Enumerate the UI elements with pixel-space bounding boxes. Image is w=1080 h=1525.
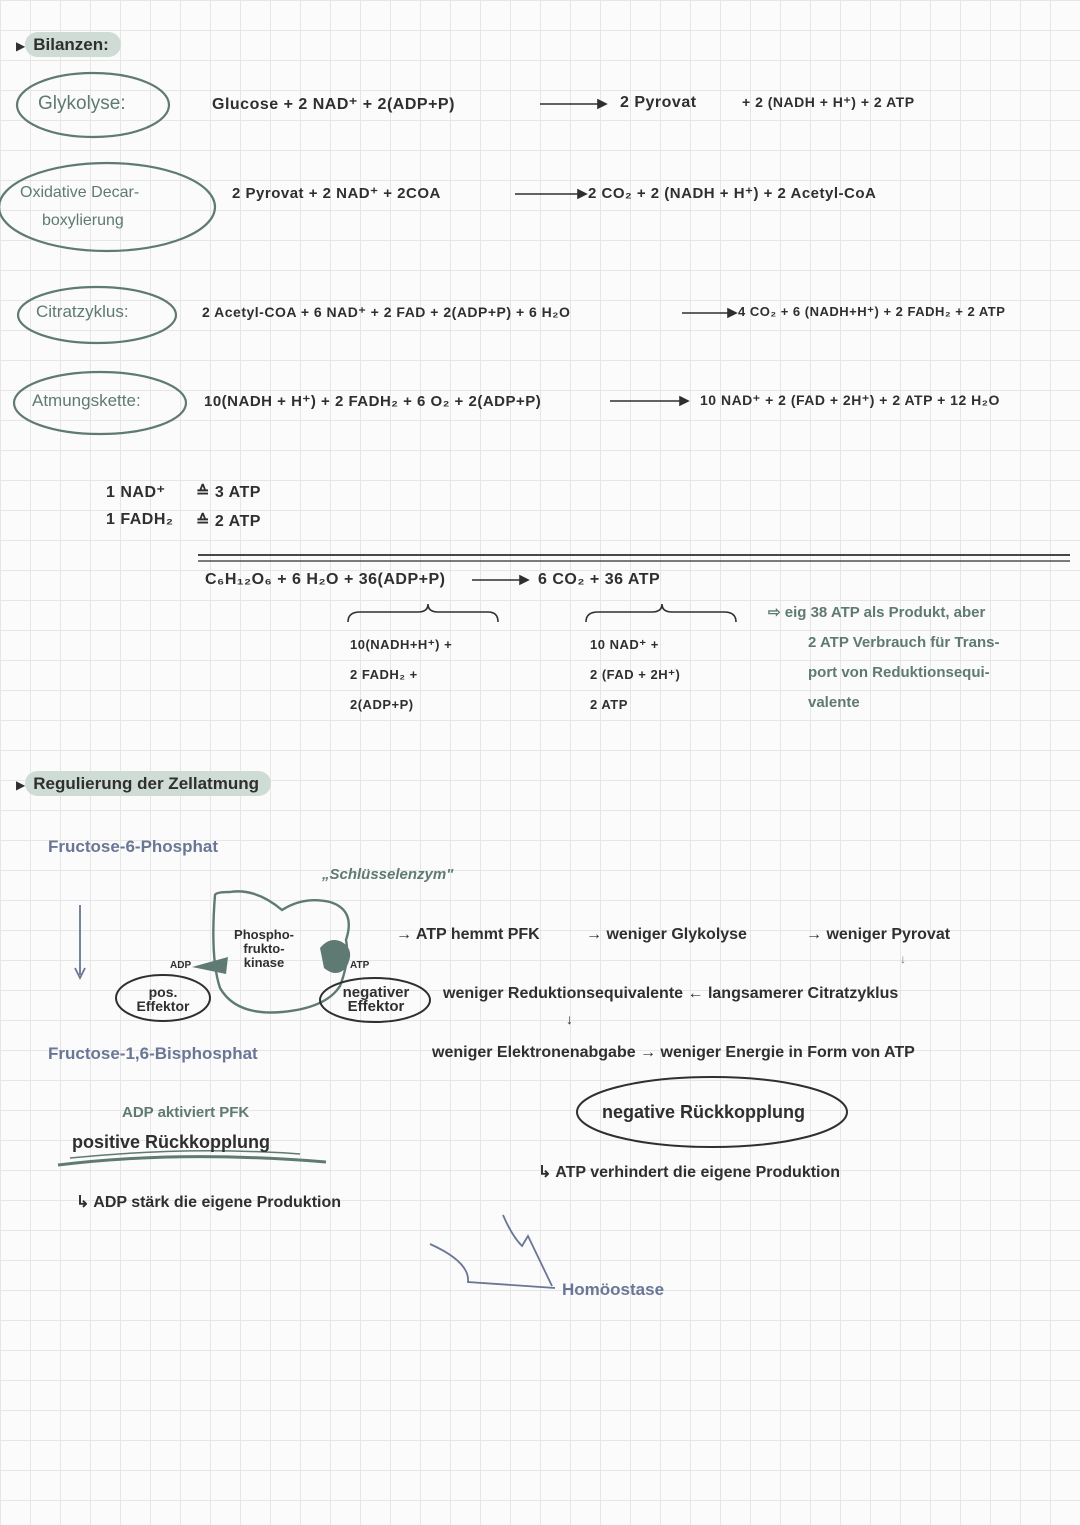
atp-note-line: valente <box>808 694 860 711</box>
brace-left-item: 2(ADP+P) <box>350 697 414 712</box>
chain-atp-hemmt: → ATP hemmt PFK <box>396 926 540 943</box>
neg-effector-line: Effektor <box>347 998 405 1015</box>
key-enzyme-label: „Schlüsselenzym" <box>322 866 454 883</box>
adp-activates: ADP aktiviert PFK <box>122 1104 250 1121</box>
brace-left-item: 2 FADH₂ + <box>350 667 418 682</box>
enzyme-line: Phospho- <box>234 927 294 942</box>
positive-feedback-desc: ↳ ADP stärk die eigene Produktion <box>76 1194 342 1211</box>
section-title: Bilanzen: <box>25 32 121 57</box>
equiv-nad-left: 1 NAD⁺ <box>106 484 166 501</box>
section-title-2: Regulierung der Zellatmung <box>25 771 271 796</box>
oxidative-circle <box>0 161 217 253</box>
section-regulierung-header: ▶Regulierung der Zellatmung <box>16 771 271 796</box>
negative-feedback: negative Rückkopplung <box>602 1102 806 1122</box>
chain-weniger-pyrovat: → weniger Pyrovat <box>806 926 951 943</box>
section-bilanzen-header: ▶Bilanzen: <box>16 32 121 57</box>
brace-left-item: 10(NADH+H⁺) + <box>350 637 453 652</box>
brace-right-item: 2 (FAD + 2H⁺) <box>590 667 681 682</box>
enzyme-line: frukto- <box>243 941 285 956</box>
pos-effector-line: pos. <box>148 984 178 1000</box>
pos-effector: pos. Effektor <box>126 985 200 1013</box>
down-arrow-icon: ↓ <box>900 952 906 966</box>
atp-label: ATP <box>350 960 370 971</box>
eq-atmung-right: 10 NAD⁺ + 2 (FAD + 2H⁺) + 2 ATP + 12 H₂O <box>700 392 1000 408</box>
positive-feedback: positive Rückkopplung <box>72 1132 271 1152</box>
atp-note: ⇨ eig 38 ATP als Produkt, aber 2 ATP Ver… <box>768 598 999 718</box>
label-oxidative: Oxidative Decar- <box>20 184 140 201</box>
chain-weniger-glykolyse: → weniger Glykolyse <box>586 926 747 943</box>
eq-oxidative-right: 2 CO₂ + 2 (NADH + H⁺) + 2 Acetyl-CoA <box>588 185 877 202</box>
atp-note-line: ⇨ eig 38 ATP als Produkt, aber <box>768 604 986 621</box>
atp-note-line: port von Reduktionsequi- <box>808 664 990 681</box>
eq-glykolyse-right: 2 Pyrovat <box>620 94 697 111</box>
label-oxidative-2: boxylierung <box>42 212 124 229</box>
enzyme-name: Phospho- frukto- kinase <box>226 928 302 970</box>
neg-effector-line: negativer <box>342 984 410 1001</box>
label-citrat: Citratzyklus: <box>36 302 129 321</box>
brace-right-item: 10 NAD⁺ + <box>590 637 659 652</box>
negative-feedback-desc: ↳ ATP verhindert die eigene Produktion <box>538 1164 841 1181</box>
label-atmung: Atmungskette: <box>32 391 141 410</box>
chain-reduktion: weniger Reduktionsequivalente ← langsame… <box>443 985 899 1002</box>
down-arrow-icon: ↓ <box>566 1011 573 1027</box>
eq-citrat-left: 2 Acetyl-COA + 6 NAD⁺ + 2 FAD + 2(ADP+P)… <box>202 304 571 320</box>
eq-atmung-left: 10(NADH + H⁺) + 2 FADH₂ + 6 O₂ + 2(ADP+P… <box>204 393 542 410</box>
eq-glykolyse-right-2: + 2 (NADH + H⁺) + 2 ATP <box>742 94 915 110</box>
homoostase: Homöostase <box>562 1280 665 1299</box>
brace-right-item: 2 ATP <box>590 697 628 712</box>
equiv-fadh-right: ≙ 2 ATP <box>196 513 261 530</box>
adp-label: ADP <box>170 960 192 971</box>
pos-effector-line: Effektor <box>136 998 190 1014</box>
eq-oxidative-left: 2 Pyrovat + 2 NAD⁺ + 2COA <box>232 185 441 202</box>
fructose-6-phosphat: Fructose-6-Phosphat <box>48 837 219 856</box>
summary-equation-right: 6 CO₂ + 36 ATP <box>538 571 661 588</box>
brace-right-list: 10 NAD⁺ + 2 (FAD + 2H⁺) 2 ATP <box>590 630 680 720</box>
equiv-fadh-left: 1 FADH₂ <box>106 511 174 528</box>
equiv-nad-right: ≙ 3 ATP <box>196 484 261 501</box>
chain-elektronen: weniger Elektronenabgabe → weniger Energ… <box>432 1044 915 1061</box>
brace-left-list: 10(NADH+H⁺) + 2 FADH₂ + 2(ADP+P) <box>350 630 452 720</box>
eq-citrat-right: 4 CO₂ + 6 (NADH+H⁺) + 2 FADH₂ + 2 ATP <box>738 304 1006 319</box>
enzyme-line: kinase <box>243 955 285 970</box>
neg-effector: negativer Effektor <box>326 984 426 1015</box>
summary-equation-left: C₆H₁₂O₆ + 6 H₂O + 36(ADP+P) <box>205 571 446 588</box>
eq-glykolyse-left: Glucose + 2 NAD⁺ + 2(ADP+P) <box>212 96 455 113</box>
label-glykolyse: Glykolyse: <box>38 93 126 114</box>
fructose-1-6-bisphosphat: Fructose-1,6-Bisphosphat <box>48 1044 258 1063</box>
atp-note-line: 2 ATP Verbrauch für Trans- <box>808 634 1000 651</box>
